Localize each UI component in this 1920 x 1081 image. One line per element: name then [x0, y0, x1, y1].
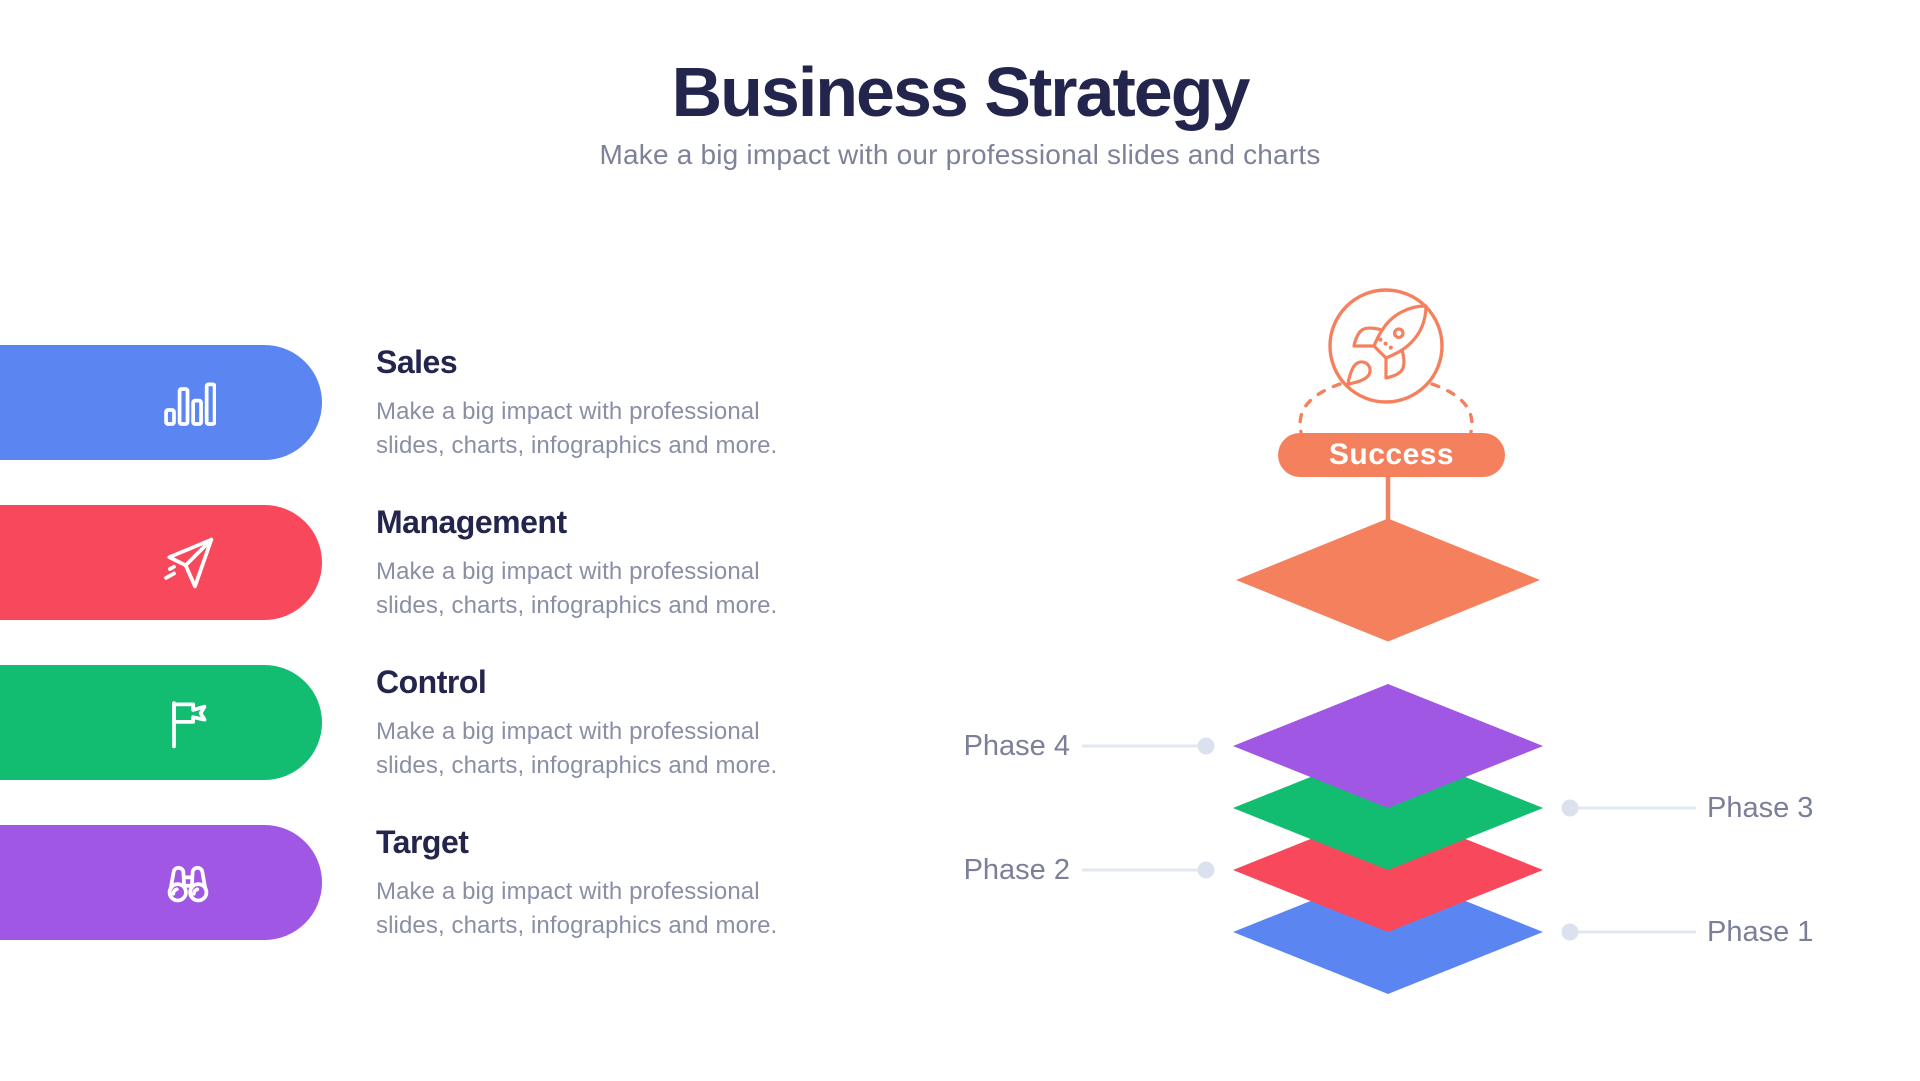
feature-pill-target: [0, 825, 322, 940]
feature-pill-management: [0, 505, 322, 620]
phase-label-1: Phase 1: [1707, 916, 1814, 948]
paper-plane-icon: [160, 535, 216, 591]
feature-row-control: Control Make a big impact with professio…: [376, 664, 790, 783]
rocket-icon: [1346, 304, 1428, 386]
dashed-arc-right: [1430, 382, 1474, 434]
success-label: Success: [1328, 438, 1455, 471]
feature-pill-control: [0, 665, 322, 780]
phase-label-2: Phase 2: [963, 854, 1070, 886]
phase-label-4: Phase 4: [963, 730, 1070, 762]
page-title: Business Strategy: [671, 53, 1251, 131]
phase-1-connector-dot: [1561, 923, 1579, 941]
bar-chart-icon: [160, 375, 216, 431]
feature-description: Make a big impact with professional slid…: [376, 557, 778, 619]
flag-icon: [160, 695, 216, 751]
page-subtitle: Make a big impact with our professional …: [599, 139, 1321, 170]
feature-description: Make a big impact with professional slid…: [376, 717, 778, 779]
feature-row-management: Management Make a big impact with profes…: [376, 504, 790, 623]
feature-description: Make a big impact with professional slid…: [376, 397, 778, 459]
success-badge: Success: [1278, 433, 1505, 477]
strategy-diagram: [1082, 288, 1696, 994]
feature-title: Sales: [376, 344, 458, 380]
phase-4-connector-dot: [1197, 737, 1215, 755]
feature-title: Management: [376, 504, 567, 540]
phase-2-connector-dot: [1197, 861, 1215, 879]
feature-row-sales: Sales Make a big impact with professiona…: [376, 344, 790, 463]
feature-title: Control: [376, 664, 487, 700]
diamond-phase-4: [1233, 684, 1543, 808]
header: Business Strategy Make a big impact with…: [0, 0, 1920, 171]
feature-title: Target: [376, 824, 469, 860]
feature-pill-sales: [0, 345, 322, 460]
dashed-arc-left: [1298, 382, 1342, 434]
phase-label-3: Phase 3: [1707, 792, 1814, 824]
feature-row-target: Target Make a big impact with profession…: [376, 824, 790, 943]
diamond-success: [1236, 518, 1540, 642]
feature-description: Make a big impact with professional slid…: [376, 877, 778, 939]
binoculars-icon: [160, 855, 216, 911]
phase-3-connector-dot: [1561, 799, 1579, 817]
rocket-badge-circle: [1328, 288, 1444, 404]
